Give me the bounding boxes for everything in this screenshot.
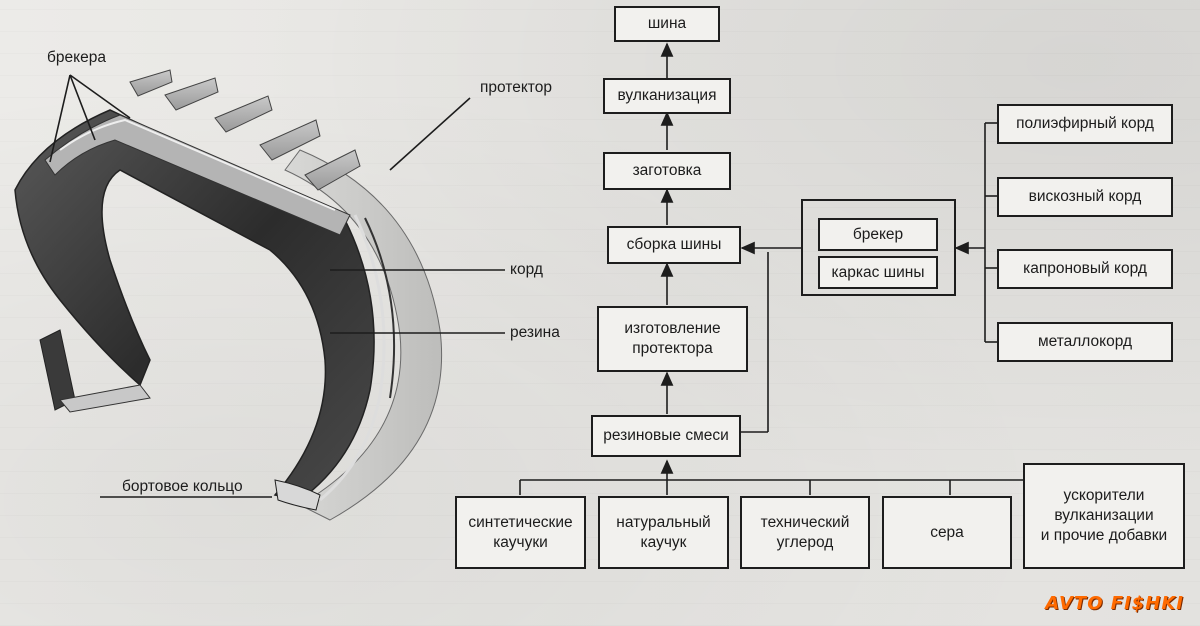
box-carcass: каркас шины (818, 256, 938, 289)
box-breaker: брекер (818, 218, 938, 251)
box-cord-polyester: полиэфирный корд (997, 104, 1173, 144)
label-rubber: резина (510, 324, 560, 341)
box-ingredient-synthetic-rubber: синтетические каучуки (455, 496, 586, 569)
group-breaker-carcass (801, 199, 956, 296)
leader-lines (49, 74, 505, 498)
box-cord-nylon: капроновый корд (997, 249, 1173, 289)
bead-ring-shape (274, 479, 321, 511)
label-bead-ring: бортовое кольцо (122, 478, 243, 495)
box-rubber-compounds: резиновые смеси (591, 415, 741, 457)
box-tread-making: изготовление протектора (597, 306, 748, 372)
box-cord-metal: металлокорд (997, 322, 1173, 362)
box-vulcanization: вулканизация (603, 78, 731, 114)
box-blank: заготовка (603, 152, 731, 190)
box-ingredient-natural-rubber: натуральный каучук (598, 496, 729, 569)
label-cord: корд (510, 261, 543, 278)
breaker-layers (44, 114, 351, 236)
watermark-logo: AVTO FI$HKI (1045, 593, 1184, 614)
box-tire: шина (614, 6, 720, 42)
box-ingredient-carbon-black: технический углерод (740, 496, 870, 569)
tire-sidewall (284, 149, 443, 521)
box-ingredient-sulfur: сера (882, 496, 1012, 569)
box-assembly: сборка шины (607, 226, 741, 264)
label-tread: протектор (480, 79, 552, 96)
box-cord-viscose: вискозный корд (997, 177, 1173, 217)
tire-illustration (14, 69, 505, 521)
label-breakers: брекера (47, 49, 106, 66)
box-ingredient-accelerators: ускорители вулканизации и прочие добавки (1023, 463, 1185, 569)
tread-blocks (129, 69, 361, 191)
